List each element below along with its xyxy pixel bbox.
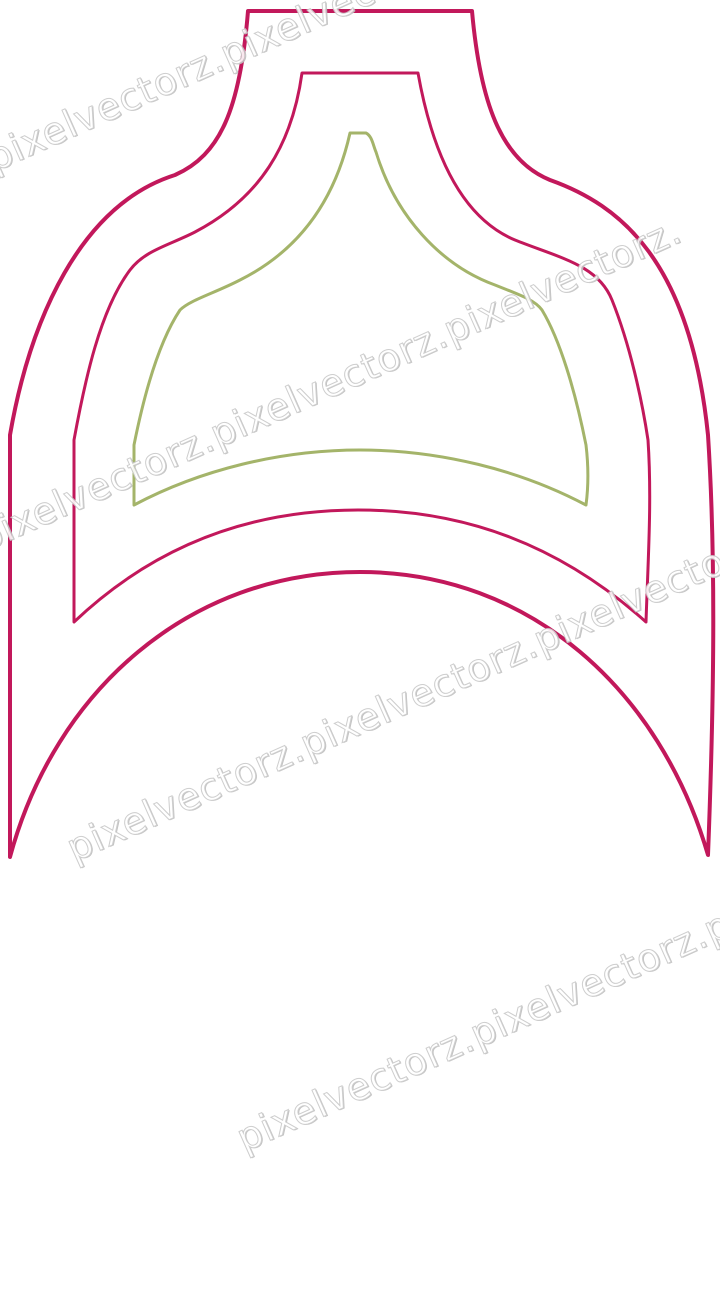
inner-pattern-outline	[132, 131, 590, 507]
outer-pattern-outline	[8, 9, 716, 859]
middle-pattern-outline	[72, 71, 652, 624]
